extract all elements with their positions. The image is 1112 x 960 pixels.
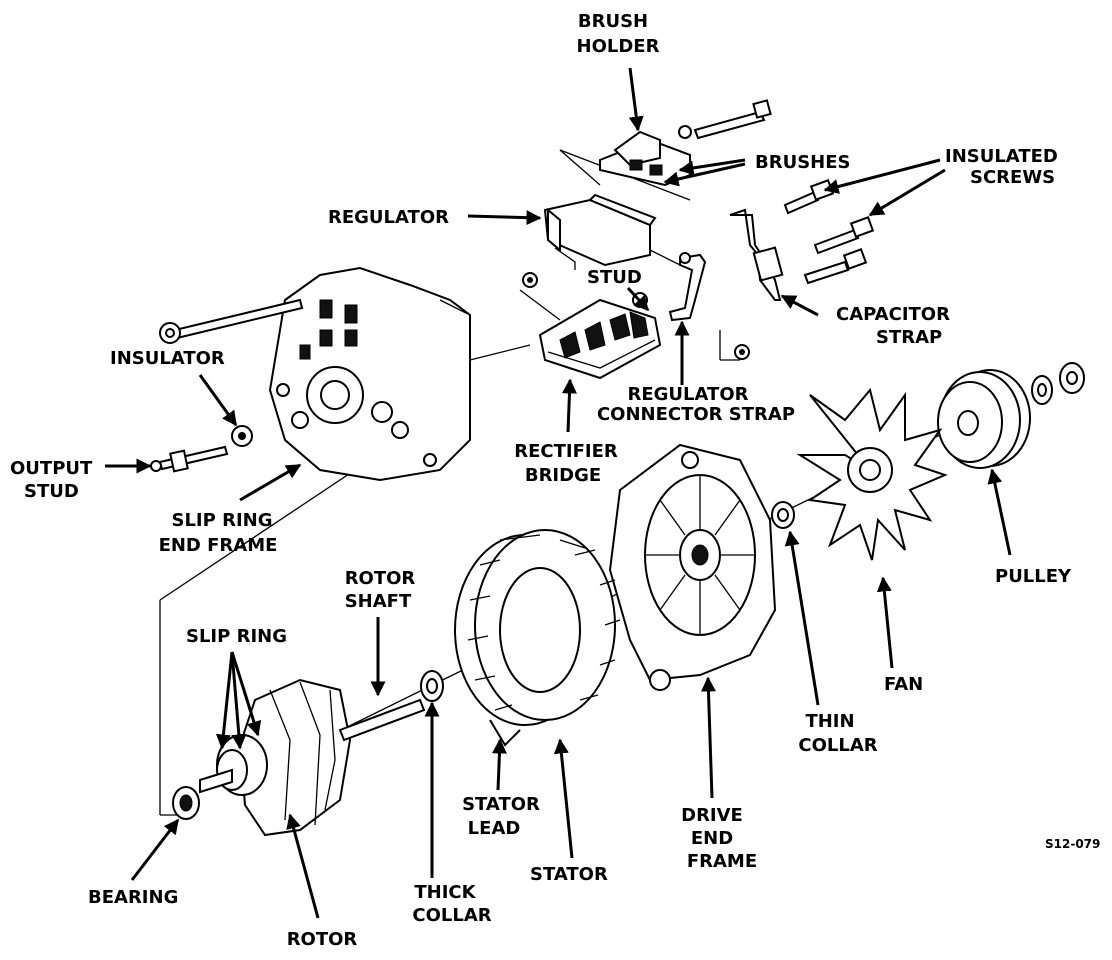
label-stud: STUD	[587, 267, 642, 288]
leader-lines	[105, 67, 1012, 919]
label-rotor-shaft-line2: SHAFT	[345, 591, 412, 612]
insulator-part	[231, 425, 253, 447]
rectifier-bridge-part	[538, 292, 662, 380]
pulley-washers-part	[1031, 362, 1085, 405]
label-insulated-screws-line2: SCREWS	[970, 167, 1055, 188]
label-stator-lead-line1: STATOR	[462, 794, 540, 815]
callout-labels: BRUSH HOLDER BRUSHES INSULATED SCREWS RE…	[10, 11, 1100, 950]
label-thick-collar-line1: THICK	[414, 882, 476, 903]
label-insulator: INSULATOR	[110, 348, 225, 369]
label-pulley: PULLEY	[995, 566, 1072, 587]
stator-part	[454, 529, 621, 747]
bearing-part	[172, 786, 200, 820]
label-slip-ring-end-frame-line2: END FRAME	[159, 535, 278, 556]
thick-collar-part	[420, 670, 444, 702]
label-slip-ring: SLIP RING	[186, 626, 287, 647]
label-regulator: REGULATOR	[328, 207, 449, 228]
label-brush-holder-line2: HOLDER	[577, 36, 660, 57]
drive-end-frame-part	[608, 443, 777, 691]
output-stud-part	[150, 445, 229, 473]
label-rectifier-bridge-line1: RECTIFIER	[514, 441, 618, 462]
small-nuts-part	[522, 272, 750, 360]
label-rotor-shaft-line1: ROTOR	[345, 568, 416, 589]
figure-code: S12-079	[1045, 837, 1100, 851]
label-brush-holder-line1: BRUSH	[578, 11, 648, 32]
label-thin-collar-line2: COLLAR	[798, 735, 877, 756]
label-drive-end-frame-line1: DRIVE	[681, 805, 743, 826]
label-slip-ring-end-frame-line1: SLIP RING	[172, 510, 273, 531]
pulley-part	[937, 369, 1031, 469]
label-bearing: BEARING	[88, 887, 178, 908]
regulator-connector-strap-part	[668, 252, 707, 322]
label-thin-collar-line1: THIN	[805, 711, 854, 732]
label-rotor: ROTOR	[287, 929, 358, 950]
insulated-screws-part	[783, 179, 875, 285]
rotor-part	[199, 678, 426, 837]
label-stator-lead-line2: LEAD	[468, 818, 521, 839]
label-capacitor-strap-line2: STRAP	[876, 327, 942, 348]
label-brushes: BRUSHES	[755, 152, 850, 173]
label-stator: STATOR	[530, 864, 608, 885]
slip-ring-end-frame-part	[268, 266, 471, 482]
label-capacitor-strap-line1: CAPACITOR	[836, 304, 950, 325]
label-thick-collar-line2: COLLAR	[412, 905, 491, 926]
label-regulator-connector-strap-line1: REGULATOR	[628, 384, 749, 405]
label-output-stud-line2: STUD	[24, 481, 79, 502]
label-drive-end-frame-line2: END	[691, 828, 733, 849]
capacitor-part	[729, 208, 784, 301]
brush-holder-part	[599, 99, 772, 187]
thin-collar-part	[771, 501, 795, 529]
label-regulator-connector-strap-line2: CONNECTOR STRAP	[597, 404, 795, 425]
label-fan: FAN	[884, 674, 923, 695]
fan-part	[796, 387, 948, 561]
label-drive-end-frame-line3: FRAME	[687, 851, 757, 872]
regulator-part	[543, 193, 683, 270]
label-rectifier-bridge-line2: BRIDGE	[525, 465, 601, 486]
label-insulated-screws-line1: INSULATED	[945, 146, 1058, 167]
through-bolt-part	[159, 298, 304, 344]
label-output-stud-line1: OUTPUT	[10, 458, 93, 479]
